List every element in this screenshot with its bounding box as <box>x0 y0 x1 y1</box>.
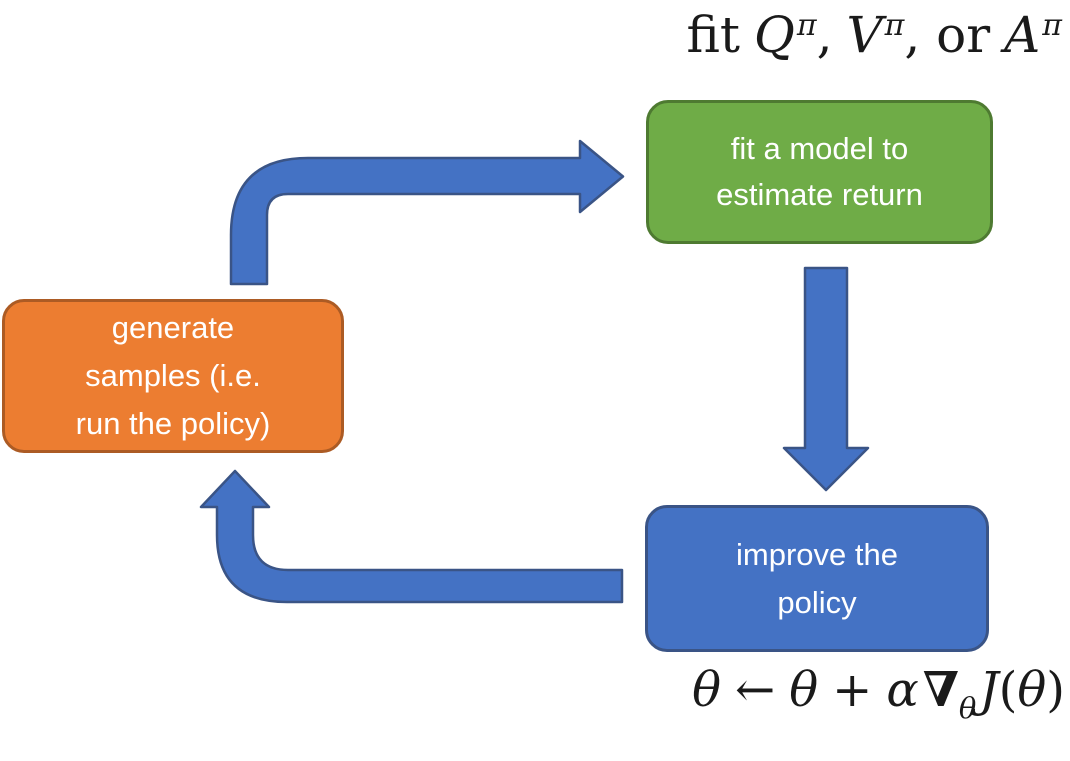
comma-separator: , <box>816 6 833 64</box>
generate-samples-box-line-1: generate <box>111 310 235 345</box>
improve-policy-box-line-1: improve the <box>736 536 898 572</box>
generate-samples-box-line-2: samples (i.e. <box>85 358 261 393</box>
alpha-symbol: α <box>886 662 919 718</box>
q-superscript-pi: π <box>796 8 817 43</box>
arg-theta: θ <box>1017 662 1047 718</box>
objective-j: J <box>979 662 999 718</box>
v-superscript-pi: π <box>884 8 905 43</box>
assign-arrow: ← <box>735 662 776 718</box>
fit-model-box-line-2: estimate return <box>716 177 923 212</box>
or-separator: , or <box>904 6 991 64</box>
left-paren: ( <box>998 662 1018 718</box>
arrow-samples-to-fit-model <box>229 139 625 286</box>
theta-rhs: θ <box>789 662 819 718</box>
right-paren: ) <box>1046 662 1065 718</box>
improve-policy-box-line-2: policy <box>777 584 857 620</box>
a-superscript-pi: π <box>1042 8 1062 43</box>
nabla-symbol: ∇ <box>922 662 959 718</box>
generate-samples-box-line-3: run the policy) <box>75 406 271 441</box>
q-symbol: Q <box>753 6 795 64</box>
arrow-improve-policy-to-samples <box>199 469 624 604</box>
formula-text-fit: fit <box>686 6 740 64</box>
fit-model-box: fit a model to estimate return <box>646 100 993 244</box>
fit-model-box-line-1: fit a model to <box>730 131 909 166</box>
plus-sign: + <box>832 662 873 718</box>
v-symbol: V <box>846 6 883 64</box>
a-symbol: A <box>1004 6 1041 64</box>
generate-samples-box: generate samples (i.e. run the policy) <box>2 299 344 453</box>
bottom-formula: θ←θ+α∇θJ(θ) <box>692 662 1065 725</box>
arrow-fit-model-to-improve-policy <box>782 266 870 492</box>
theta-lhs: θ <box>692 662 721 718</box>
improve-policy-box: improve the policy <box>645 505 989 652</box>
nabla-subscript-theta: θ <box>958 691 977 725</box>
